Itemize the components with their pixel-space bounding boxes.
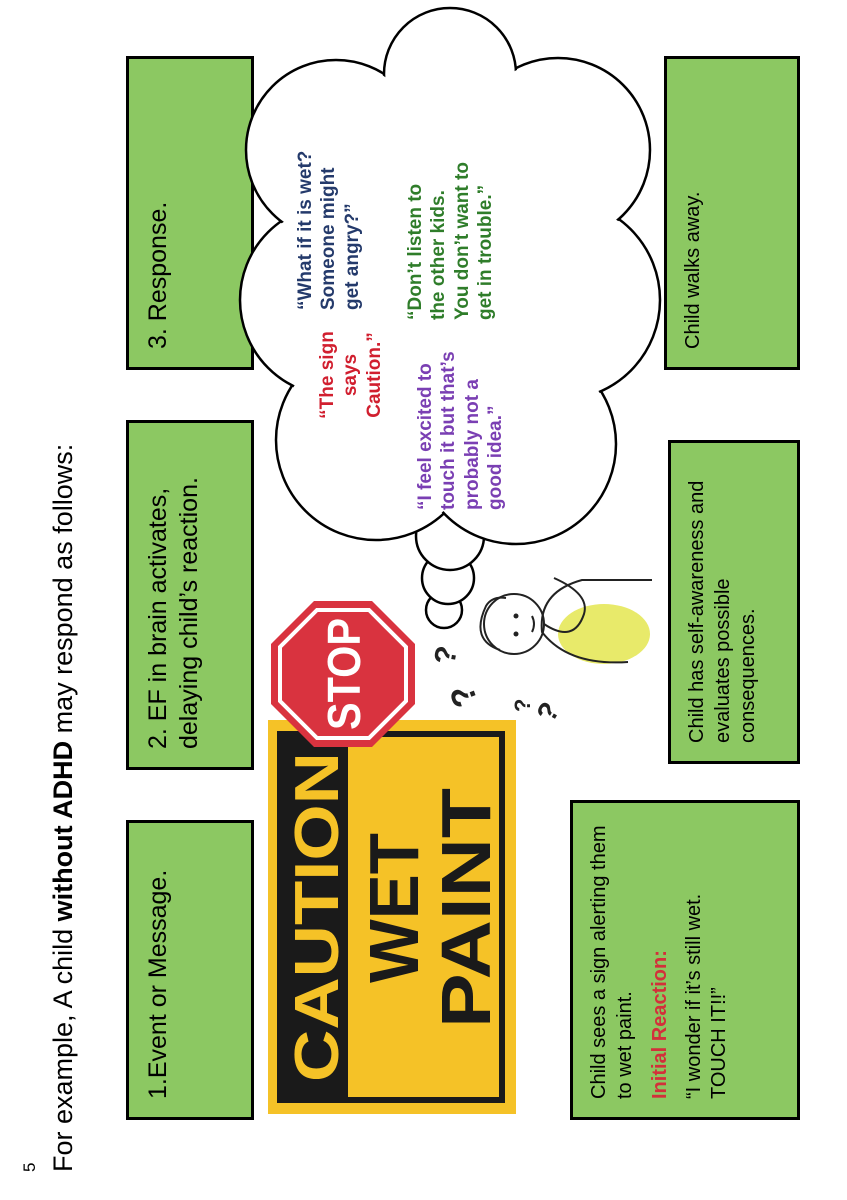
- step-3-label: 3. Response.: [144, 201, 172, 349]
- heading-suffix: may respond as follows:: [48, 443, 78, 741]
- thought-dont-listen: “Don’t listen to the other kids. You don…: [405, 162, 497, 320]
- caution-wet-paint-sign: CAUTION WET PAINT: [268, 720, 516, 1114]
- step-2-label: 2. EF in brain activates, delaying child…: [144, 477, 203, 749]
- child-arm: [543, 577, 586, 633]
- response-description-box: Child walks away.: [664, 56, 800, 370]
- initial-reaction-label: Initial Reaction:: [649, 950, 672, 1099]
- question-mark-1: ?: [443, 680, 486, 713]
- initial-reaction-quote: “I wonder if it’s still wet. TOUCH IT!!”: [682, 893, 731, 1099]
- page-number: 5: [20, 1162, 39, 1172]
- heading-bold: without ADHD: [48, 740, 78, 922]
- step-2-box: 2. EF in brain activates, delaying child…: [126, 420, 254, 770]
- caution-text: CAUTION: [283, 752, 352, 1082]
- child-hair: [479, 596, 507, 651]
- step-1-label: 1.Event or Message.: [144, 869, 172, 1099]
- thought-sign-says: “The sign says Caution.”: [317, 331, 385, 419]
- thought-cloud: [238, 6, 662, 630]
- ef-description: Child has self-awareness and evaluates p…: [686, 480, 760, 743]
- child-eye-right: [513, 613, 519, 619]
- thought-excited: “I feel excited to touch it but that’s p…: [415, 351, 507, 510]
- stop-sign: STOP: [271, 601, 415, 747]
- wet-text: WET: [355, 833, 433, 983]
- paint-text: PAINT: [427, 788, 505, 1028]
- ef-description-box: Child has self-awareness and evaluates p…: [668, 440, 800, 764]
- response-description: Child walks away.: [682, 191, 704, 349]
- thought-what-if-wet: “What if it is wet? Someone might get an…: [295, 150, 363, 310]
- stop-sign-octagon: [271, 601, 415, 747]
- child-mouth: [531, 615, 535, 633]
- step-3-box: 3. Response.: [126, 56, 254, 370]
- caution-banner: [280, 734, 348, 1100]
- heading-prefix: For example, A child: [48, 921, 78, 1172]
- question-mark-2: ?: [428, 643, 464, 667]
- event-description-box: Child sees a sign alerting them to wet p…: [570, 800, 800, 1120]
- event-description: Child sees a sign alerting them to wet p…: [588, 825, 636, 1099]
- stop-text: STOP: [318, 618, 370, 730]
- page-heading: For example, A child without ADHD may re…: [48, 444, 79, 1172]
- child-eye-left: [513, 631, 519, 637]
- stop-sign-inner-border: [278, 608, 408, 740]
- thinking-child-illustration: ? ? ? ? ?: [426, 573, 652, 727]
- question-mark-4: ?: [530, 697, 565, 727]
- child-body: [540, 579, 652, 664]
- step-1-box: 1.Event or Message.: [126, 820, 254, 1120]
- question-mark-5: ?: [510, 699, 535, 712]
